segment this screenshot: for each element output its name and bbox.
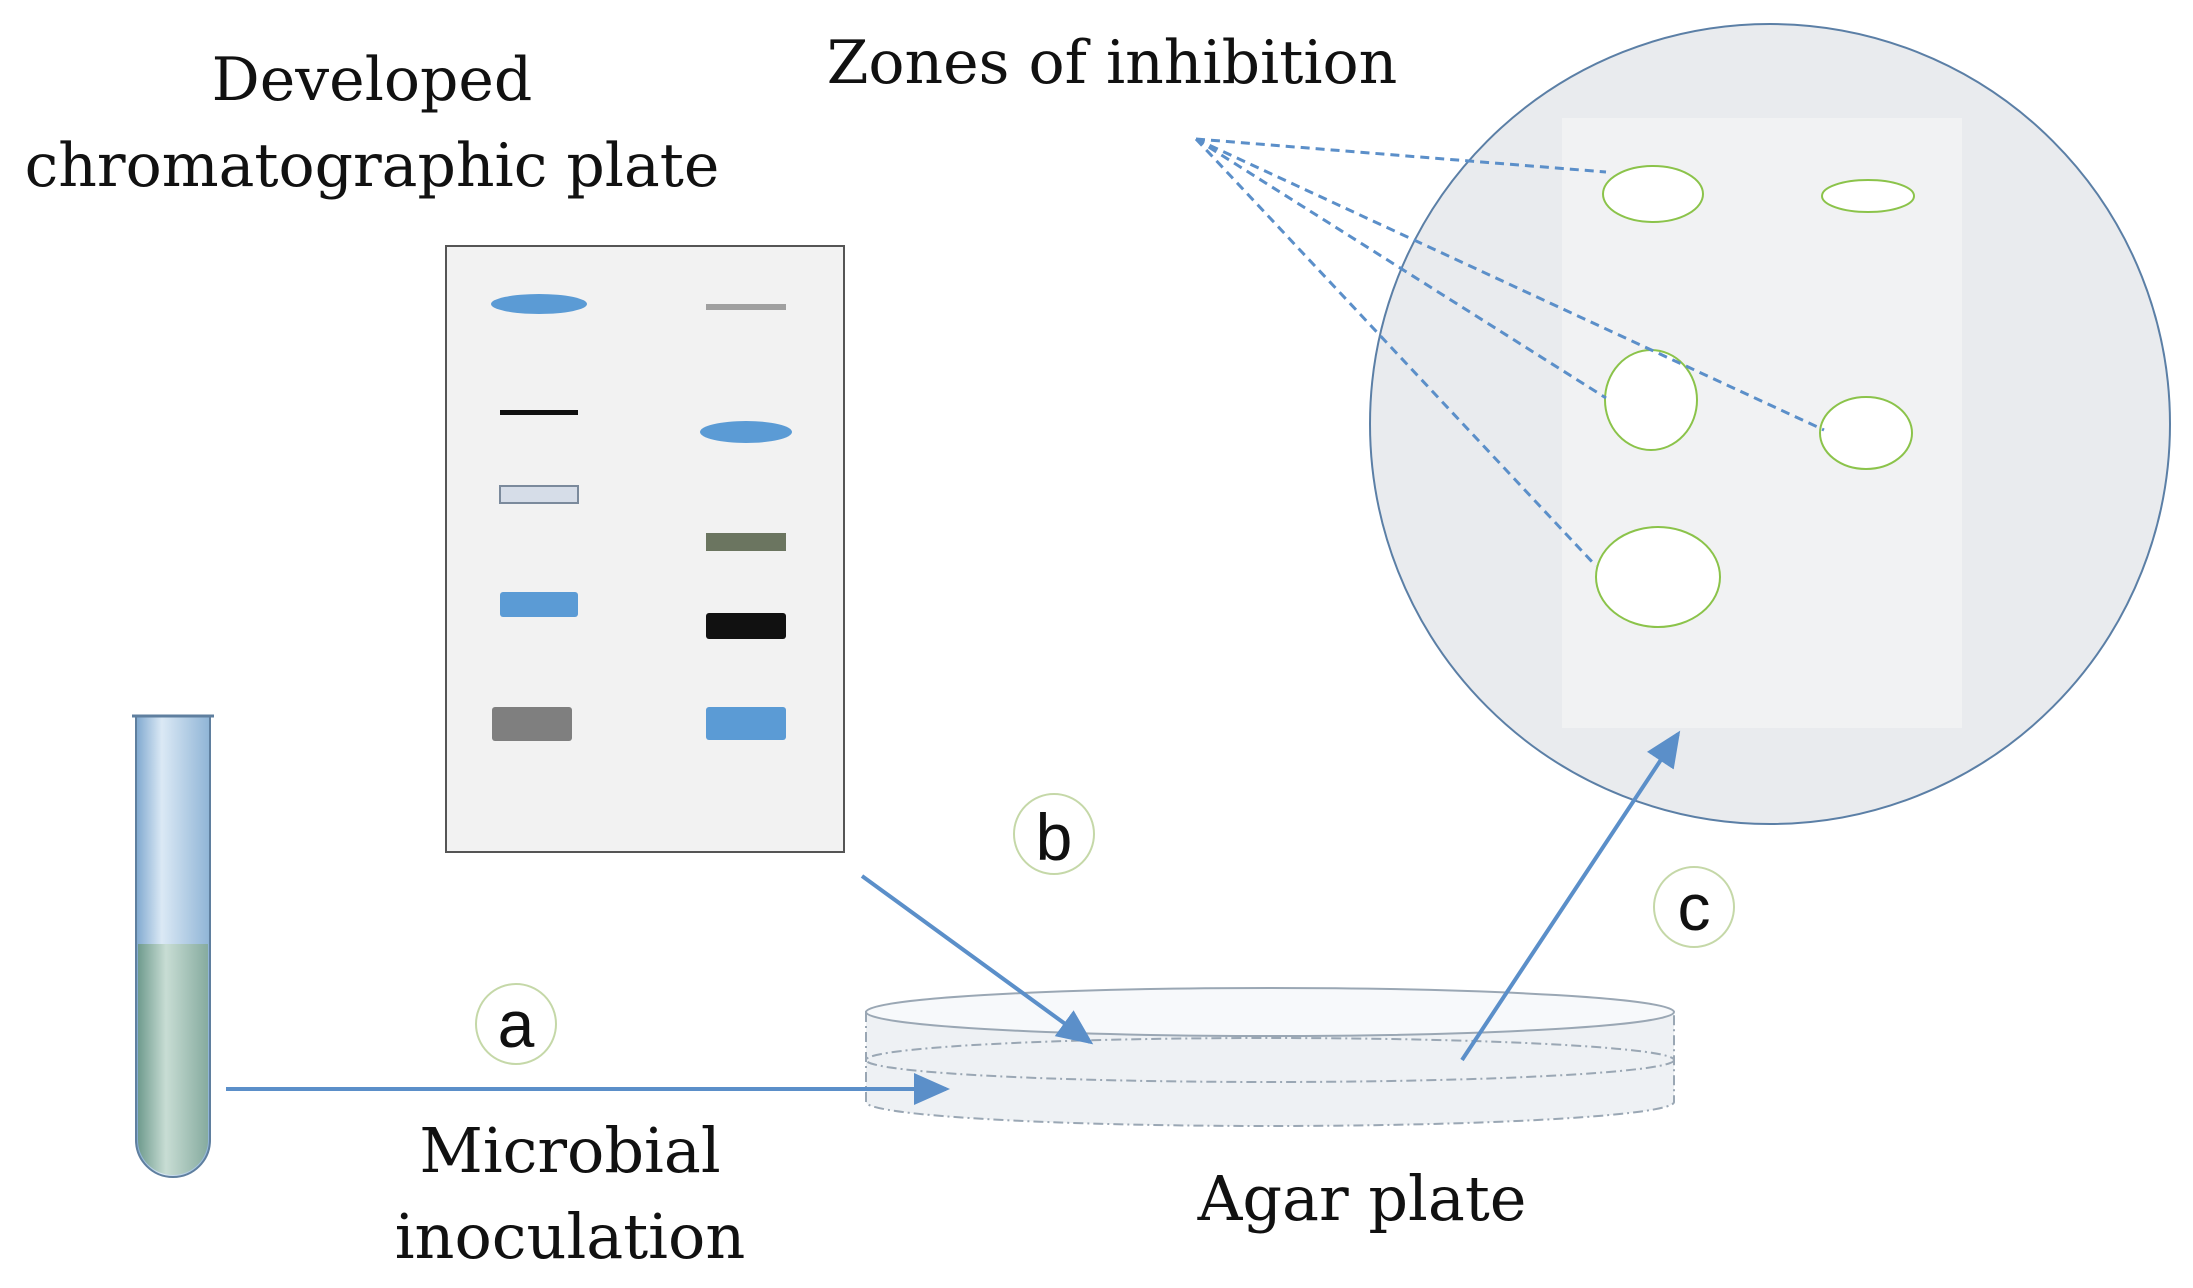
tube-liquid bbox=[138, 944, 208, 1175]
inhibition-zone-5 bbox=[1595, 526, 1721, 628]
pointer-line-2 bbox=[1195, 137, 1607, 400]
band-left-3 bbox=[499, 485, 579, 504]
test-tube-icon bbox=[132, 714, 214, 1178]
arrow-c bbox=[1460, 730, 1681, 1062]
band-left-1 bbox=[491, 294, 587, 314]
inoculation-label-line2: inoculation bbox=[395, 1200, 746, 1273]
inhibition-zone-2 bbox=[1821, 179, 1915, 213]
band-right-3 bbox=[706, 533, 786, 551]
dish-rim bbox=[865, 987, 1675, 1037]
step-circle-b bbox=[1013, 793, 1095, 875]
step-marker-b: b bbox=[1013, 793, 1095, 875]
step-circle-c bbox=[1653, 866, 1735, 948]
step-label-a: a bbox=[498, 987, 535, 1061]
pointer-line-4 bbox=[1194, 137, 1598, 568]
band-left-2 bbox=[500, 410, 578, 415]
process-arrows bbox=[226, 730, 1681, 1105]
arrow-b bbox=[860, 874, 1094, 1045]
chromatographic-plate-icon bbox=[445, 245, 845, 853]
pointer-line-3 bbox=[1195, 137, 1825, 432]
band-left-5 bbox=[492, 707, 572, 741]
dish-agar-surface bbox=[865, 1037, 1675, 1083]
step-label-b: b bbox=[1036, 800, 1073, 874]
step-label-c: c bbox=[1678, 870, 1711, 944]
inhibition-zone-1 bbox=[1602, 165, 1704, 223]
inhibition-zone-3 bbox=[1604, 349, 1698, 451]
band-left-4 bbox=[500, 592, 578, 617]
step-marker-c: c bbox=[1653, 866, 1735, 948]
step-marker-a: a bbox=[475, 983, 557, 1065]
zones-title: Zones of inhibition bbox=[827, 28, 1398, 98]
petri-dish-icon bbox=[865, 987, 1675, 1127]
band-right-5 bbox=[706, 707, 786, 740]
plate-title-line2: chromatographic plate bbox=[25, 131, 720, 201]
inoculation-label-line1: Microbial bbox=[419, 1114, 720, 1187]
band-right-2 bbox=[700, 421, 792, 443]
plate-title-line1: Developed bbox=[212, 45, 533, 115]
zone-pointers bbox=[1194, 137, 1825, 568]
step-circle-a bbox=[475, 983, 557, 1065]
inhibition-zone-4 bbox=[1819, 396, 1913, 470]
pointer-line-1 bbox=[1195, 137, 1607, 174]
agar-plate-label: Agar plate bbox=[1197, 1162, 1527, 1235]
band-right-1 bbox=[706, 304, 786, 310]
band-right-4 bbox=[706, 613, 786, 639]
zoomed-agar-view bbox=[1369, 23, 2171, 825]
